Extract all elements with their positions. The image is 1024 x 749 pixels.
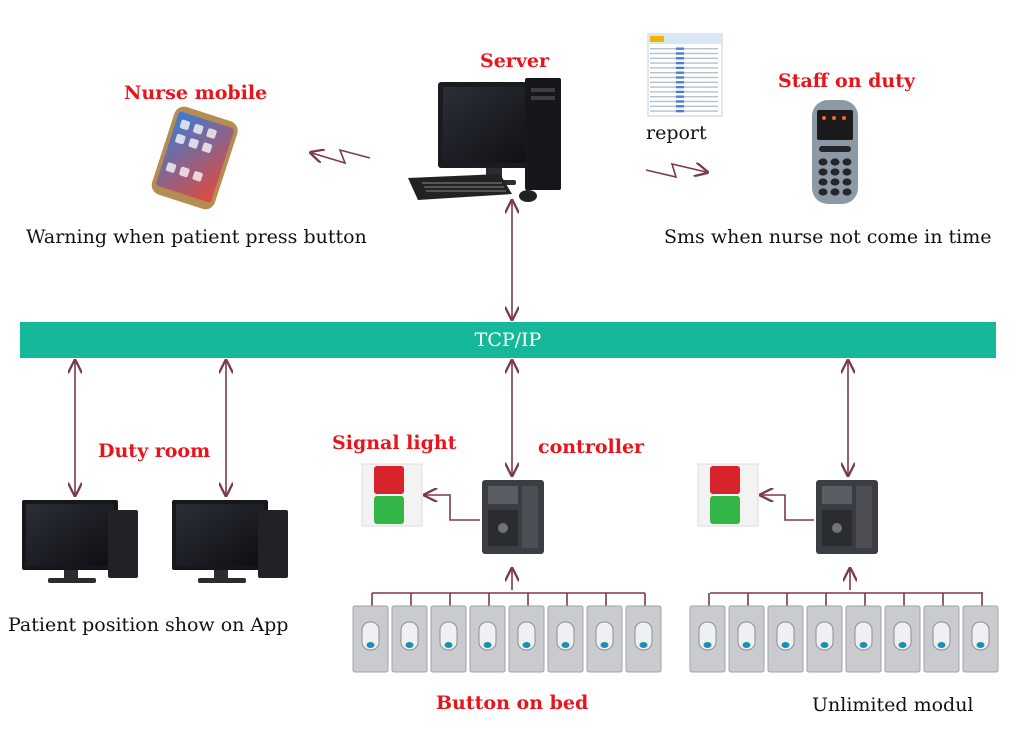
- staff-caption: Sms when nurse not come in time: [664, 226, 992, 248]
- bed-button-icon: [508, 605, 545, 673]
- signal-light-icon: [697, 463, 759, 527]
- controller-icon: [482, 480, 544, 554]
- smartphone-icon: [151, 106, 238, 210]
- signal-light-icon: [361, 463, 423, 527]
- desktop-computer-icon: [172, 500, 288, 583]
- duty-room-caption: Patient position show on App: [8, 614, 289, 636]
- signal-light-label: Signal light: [332, 432, 457, 454]
- tcp-ip-network-bus: TCP/IP: [20, 322, 996, 358]
- network-label: TCP/IP: [474, 329, 542, 351]
- bed-button-icon: [547, 605, 584, 673]
- bed-button-icon: [923, 605, 960, 673]
- bed-button-icon: [728, 605, 765, 673]
- staff-on-duty-label: Staff on duty: [778, 70, 916, 92]
- bed-button-icon: [806, 605, 843, 673]
- bed-button-icon: [430, 605, 467, 673]
- bed-button-icon: [689, 605, 726, 673]
- button-on-bed-label: Button on bed: [436, 692, 589, 714]
- controller-icon: [816, 480, 878, 554]
- bed-button-icon: [469, 605, 506, 673]
- wireless-signal-icon: [645, 164, 706, 179]
- controller-label: controller: [538, 436, 645, 458]
- nurse-caption: Warning when patient press button: [26, 226, 367, 248]
- server-computer-icon: [408, 78, 561, 202]
- report-document-icon: [647, 33, 723, 117]
- controller2-light-link: [762, 495, 814, 521]
- duty-room-label: Duty room: [98, 440, 211, 462]
- bed-button-icon: [352, 605, 389, 673]
- controller1-light-link: [426, 495, 480, 521]
- bed-button-icon: [845, 605, 882, 673]
- bed-button-icon: [884, 605, 921, 673]
- bed-button-icon: [586, 605, 623, 673]
- server-label: Server: [480, 50, 549, 72]
- feature-phone-icon: [812, 100, 858, 204]
- report-label: report: [646, 122, 707, 144]
- bed-button-icon: [391, 605, 428, 673]
- bed-button-icon: [625, 605, 662, 673]
- unlimited-modul-label: Unlimited modul: [812, 694, 974, 716]
- bed-button-icon: [767, 605, 804, 673]
- bed-button-icon: [962, 605, 999, 673]
- wireless-signal-icon: [312, 150, 371, 165]
- nurse-mobile-label: Nurse mobile: [124, 82, 268, 104]
- desktop-computer-icon: [22, 500, 138, 583]
